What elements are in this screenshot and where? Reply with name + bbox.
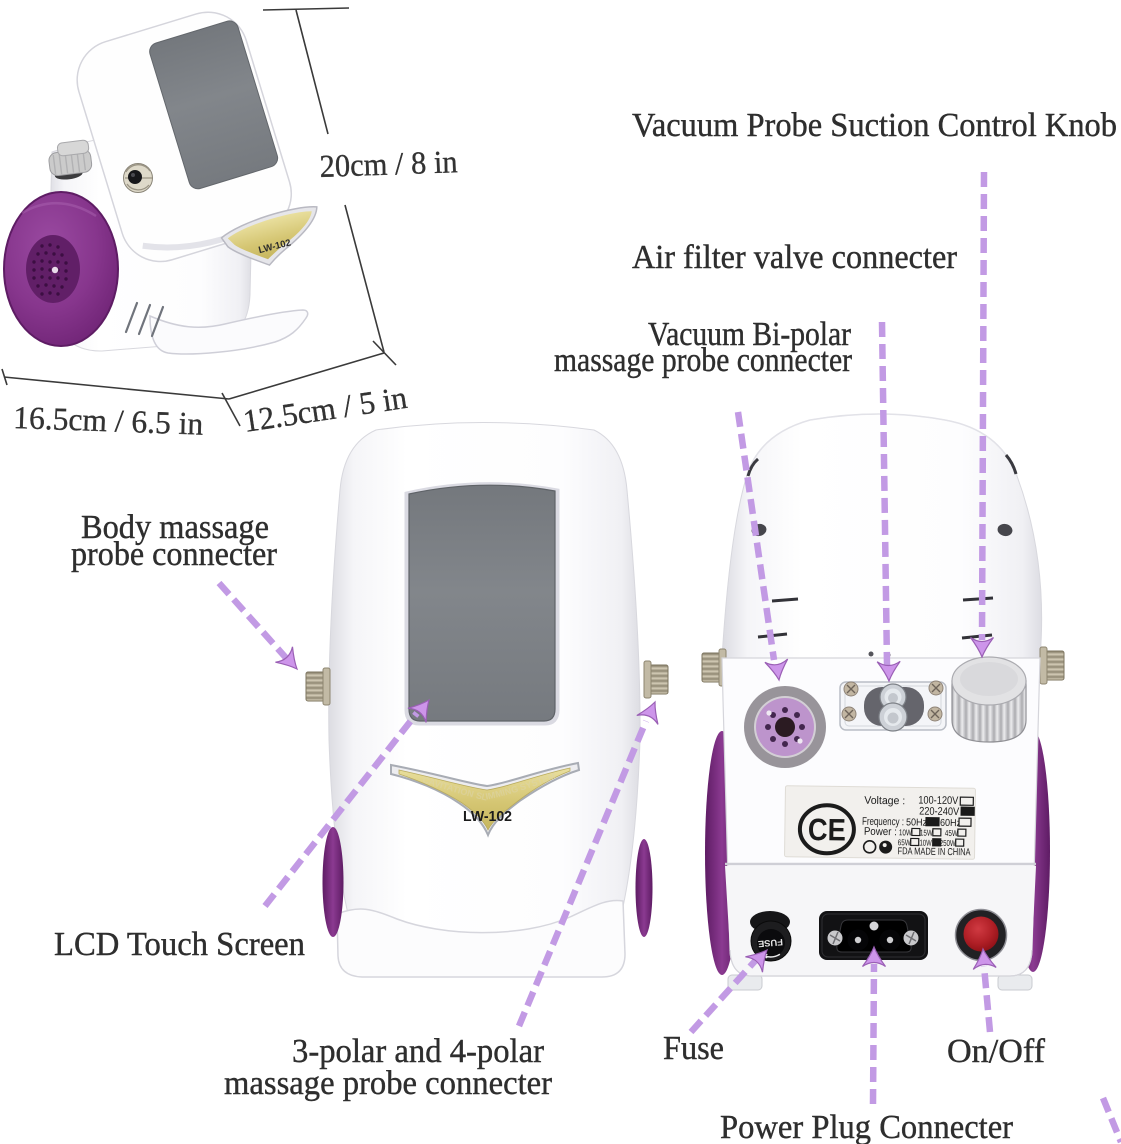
svg-text:50Hz: 50Hz bbox=[906, 817, 927, 828]
svg-text:16.5cm / 6.5 in: 16.5cm / 6.5 in bbox=[13, 399, 204, 442]
svg-text:CE: CE bbox=[808, 812, 846, 848]
svg-text:FUSE: FUSE bbox=[758, 937, 784, 949]
svg-text:Fuse: Fuse bbox=[663, 1030, 724, 1067]
svg-text:LCD Touch Screen: LCD Touch Screen bbox=[54, 926, 305, 963]
svg-text:250W: 250W bbox=[940, 838, 956, 848]
svg-text:Body massage: Body massage bbox=[81, 509, 269, 546]
svg-text:65W: 65W bbox=[898, 837, 911, 847]
svg-text:Frequency :: Frequency : bbox=[862, 816, 904, 829]
svg-text:LW-102: LW-102 bbox=[463, 808, 512, 825]
svg-text:10W: 10W bbox=[899, 827, 912, 837]
svg-text:110W: 110W bbox=[917, 838, 932, 848]
svg-text:Air filter valve connecter: Air filter valve connecter bbox=[632, 239, 958, 276]
svg-text:massage probe connecter: massage probe connecter bbox=[224, 1065, 553, 1102]
svg-text:20cm / 8 in: 20cm / 8 in bbox=[319, 143, 458, 184]
svg-text:45W: 45W bbox=[945, 828, 958, 838]
svg-text:massage probe connecter: massage probe connecter bbox=[554, 342, 853, 379]
svg-text:FDA MADE IN CHINA: FDA MADE IN CHINA bbox=[898, 846, 971, 858]
svg-text:Power Plug Connecter: Power Plug Connecter bbox=[720, 1109, 1014, 1144]
svg-text:probe connecter: probe connecter bbox=[71, 536, 278, 573]
svg-text:15W: 15W bbox=[920, 828, 933, 838]
svg-text:3-polar and 4-polar: 3-polar and 4-polar bbox=[292, 1033, 545, 1070]
svg-text:100-120V: 100-120V bbox=[918, 795, 959, 808]
svg-text:Vacuum Bi-polar: Vacuum Bi-polar bbox=[648, 316, 852, 353]
svg-text:60Hz: 60Hz bbox=[940, 818, 961, 829]
svg-text:220-240V: 220-240V bbox=[919, 806, 960, 819]
svg-text:Power :: Power : bbox=[864, 826, 897, 838]
svg-text:Voltage :: Voltage : bbox=[864, 795, 905, 808]
svg-text:On/Off: On/Off bbox=[947, 1033, 1046, 1070]
svg-text:Vacuum Probe Suction Control K: Vacuum Probe Suction Control Knob bbox=[632, 107, 1117, 144]
